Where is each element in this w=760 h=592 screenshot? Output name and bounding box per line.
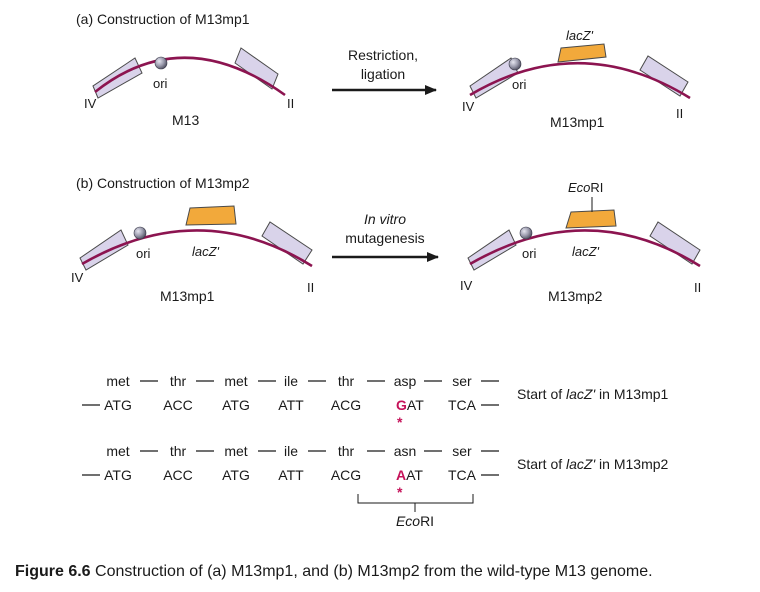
ori-circle: [519, 226, 533, 240]
mutated-base: G: [396, 397, 407, 413]
codon: ACC: [163, 467, 193, 483]
genome-backbone-arc: [81, 229, 313, 268]
amino-acid: ser: [452, 373, 472, 389]
lacz-label: lacZ': [192, 244, 220, 259]
ori-label: ori: [153, 76, 168, 91]
amino-acid: thr: [338, 373, 355, 389]
codon: ATG: [222, 467, 250, 483]
m13-genome-diagram: ori IV II M13: [84, 47, 294, 128]
ecori-site-bracket: [357, 494, 474, 504]
sequence-m13mp1: met thr met ile thr asp ser ATG ACC ATG …: [82, 373, 669, 430]
codon: TCA: [448, 397, 477, 413]
genome-name-label: M13mp2: [548, 288, 603, 304]
gene-ii-box: [639, 55, 689, 97]
amino-acid: met: [106, 373, 129, 389]
in-vitro-mutagenesis-arrow: In vitro mutagenesis: [332, 211, 439, 262]
mutated-codon: GAT: [396, 397, 424, 413]
lacz-insert-box: [557, 43, 607, 63]
codon: ATG: [222, 397, 250, 413]
m13mp2-genome-diagram: EcoRI ori lacZ' IV II M13mp2: [460, 180, 701, 304]
codon: TCA: [448, 467, 477, 483]
amino-acid: ile: [284, 443, 298, 459]
gene-iv-label: IV: [460, 278, 473, 293]
codon: ATT: [278, 467, 304, 483]
mutated-base: A: [396, 467, 406, 483]
arrow-label-line2: ligation: [361, 66, 405, 82]
ori-circle: [133, 226, 147, 240]
amino-acid: ser: [452, 443, 472, 459]
panel-a-heading: (a) Construction of M13mp1: [76, 11, 250, 27]
m13mp1-genome-diagram: ori lacZ' IV II M13mp1: [71, 205, 314, 304]
figure-caption: Figure 6.6 Construction of (a) M13mp1, a…: [15, 563, 653, 580]
gene-ii-box: [261, 221, 313, 265]
arrow-label-line2: mutagenesis: [345, 230, 424, 246]
genome-name-label: M13mp1: [550, 114, 605, 130]
amino-acid-mutated: asn: [394, 443, 417, 459]
ecori-site-label: EcoRI: [396, 513, 434, 529]
codon: ATG: [104, 397, 132, 413]
amino-acid: thr: [170, 373, 187, 389]
genome-name-label: M13: [172, 112, 199, 128]
gene-ii-label: II: [694, 280, 701, 295]
gene-ii-label: II: [676, 106, 683, 121]
panel-b: (b) Construction of M13mp2 ori lacZ' IV …: [71, 175, 701, 304]
amino-acid: thr: [338, 443, 355, 459]
ecori-label: EcoRI: [568, 180, 603, 195]
genome-backbone-arc: [469, 229, 701, 268]
caption-text: Construction of (a) M13mp1, and (b) M13m…: [91, 563, 653, 580]
lacz-label: lacZ': [572, 244, 600, 259]
ori-label: ori: [512, 77, 527, 92]
codon: ATG: [104, 467, 132, 483]
genome-backbone-arc: [94, 56, 286, 97]
m13mp1-genome-diagram: lacZ' ori IV II M13mp1: [462, 28, 691, 130]
codon: ACC: [163, 397, 193, 413]
ori-circle: [508, 57, 522, 71]
genome-backbone-arc: [469, 61, 691, 100]
amino-acid: ile: [284, 373, 298, 389]
arrow-label-line1: In vitro: [364, 211, 406, 227]
gene-iv-box: [467, 229, 517, 271]
gene-ii-box: [234, 47, 279, 90]
mutated-codon: AAT: [396, 467, 423, 483]
codon: ACG: [331, 467, 361, 483]
amino-acid-mutated: asp: [394, 373, 417, 389]
arrow-label-line1: Restriction,: [348, 47, 418, 63]
panel-a: (a) Construction of M13mp1 ori IV II M13…: [76, 11, 691, 130]
amino-acid: met: [224, 373, 247, 389]
codon: ATT: [278, 397, 304, 413]
mutation-marker-star: *: [397, 484, 403, 500]
gene-iv-label: IV: [71, 270, 84, 285]
gene-ii-label: II: [287, 96, 294, 111]
ori-label: ori: [522, 246, 537, 261]
sequence-m13mp2: met thr met ile thr asn ser ATG ACC ATG …: [82, 443, 669, 529]
lacz-insert-box: [565, 209, 617, 229]
lacz-label: lacZ': [566, 28, 594, 43]
gene-ii-box: [649, 221, 701, 265]
amino-acid: met: [106, 443, 129, 459]
panel-b-heading: (b) Construction of M13mp2: [76, 175, 250, 191]
amino-acid: met: [224, 443, 247, 459]
ori-circle: [154, 56, 168, 70]
ori-label: ori: [136, 246, 151, 261]
gene-iv-label: IV: [462, 99, 475, 114]
genome-name-label: M13mp1: [160, 288, 215, 304]
sequence-label: Start of lacZ' in M13mp2: [517, 456, 669, 472]
codon: ACG: [331, 397, 361, 413]
gene-iv-label: IV: [84, 96, 97, 111]
mutation-marker-star: *: [397, 414, 403, 430]
sequence-label: Start of lacZ' in M13mp1: [517, 386, 669, 402]
lacz-insert-box: [185, 205, 237, 226]
gene-iv-box: [79, 229, 129, 271]
restriction-ligation-arrow: Restriction, ligation: [332, 47, 437, 95]
gene-ii-label: II: [307, 280, 314, 295]
caption-figure-number: Figure 6.6: [15, 563, 91, 580]
amino-acid: thr: [170, 443, 187, 459]
